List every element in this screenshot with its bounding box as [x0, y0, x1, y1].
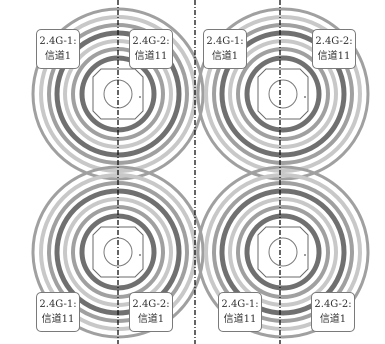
band-label: 2.4G-1:: [204, 34, 246, 49]
status-led-icon: [139, 96, 141, 98]
channel-label: 信道11: [219, 312, 261, 327]
band-label: 2.4G-1:: [219, 297, 261, 312]
label-box-top-right-band2: 2.4G-2: 信道11: [312, 29, 356, 69]
label-box-bottom-left-band2: 2.4G-2: 信道1: [129, 292, 173, 332]
band-label: 2.4G-2:: [130, 297, 172, 312]
channel-label: 信道1: [130, 312, 172, 327]
label-box-bottom-right-band2: 2.4G-2: 信道1: [311, 292, 355, 332]
channel-label: 信道1: [312, 312, 354, 327]
access-point-icon: [258, 227, 308, 277]
channel-label: 信道1: [204, 49, 246, 64]
channel-label: 信道1: [37, 49, 79, 64]
label-box-top-left-band2: 2.4G-2: 信道11: [129, 29, 173, 69]
band-label: 2.4G-2:: [130, 34, 172, 49]
band-label: 2.4G-2:: [313, 34, 355, 49]
channel-label: 信道11: [313, 49, 355, 64]
label-box-bottom-right-band1: 2.4G-1: 信道11: [218, 292, 262, 332]
band-label: 2.4G-2:: [312, 297, 354, 312]
status-led-icon: [304, 96, 306, 98]
channel-label: 信道11: [37, 312, 79, 327]
status-led-icon: [139, 254, 141, 256]
label-box-bottom-left-band1: 2.4G-1: 信道11: [36, 292, 80, 332]
band-label: 2.4G-1:: [37, 34, 79, 49]
label-box-top-left-band1: 2.4G-1: 信道1: [36, 29, 80, 69]
channel-label: 信道11: [130, 49, 172, 64]
status-led-icon: [304, 254, 306, 256]
label-box-top-right-band1: 2.4G-1: 信道1: [203, 29, 247, 69]
band-label: 2.4G-1:: [37, 297, 79, 312]
access-point-icon: [258, 69, 308, 119]
access-points: [93, 69, 308, 277]
